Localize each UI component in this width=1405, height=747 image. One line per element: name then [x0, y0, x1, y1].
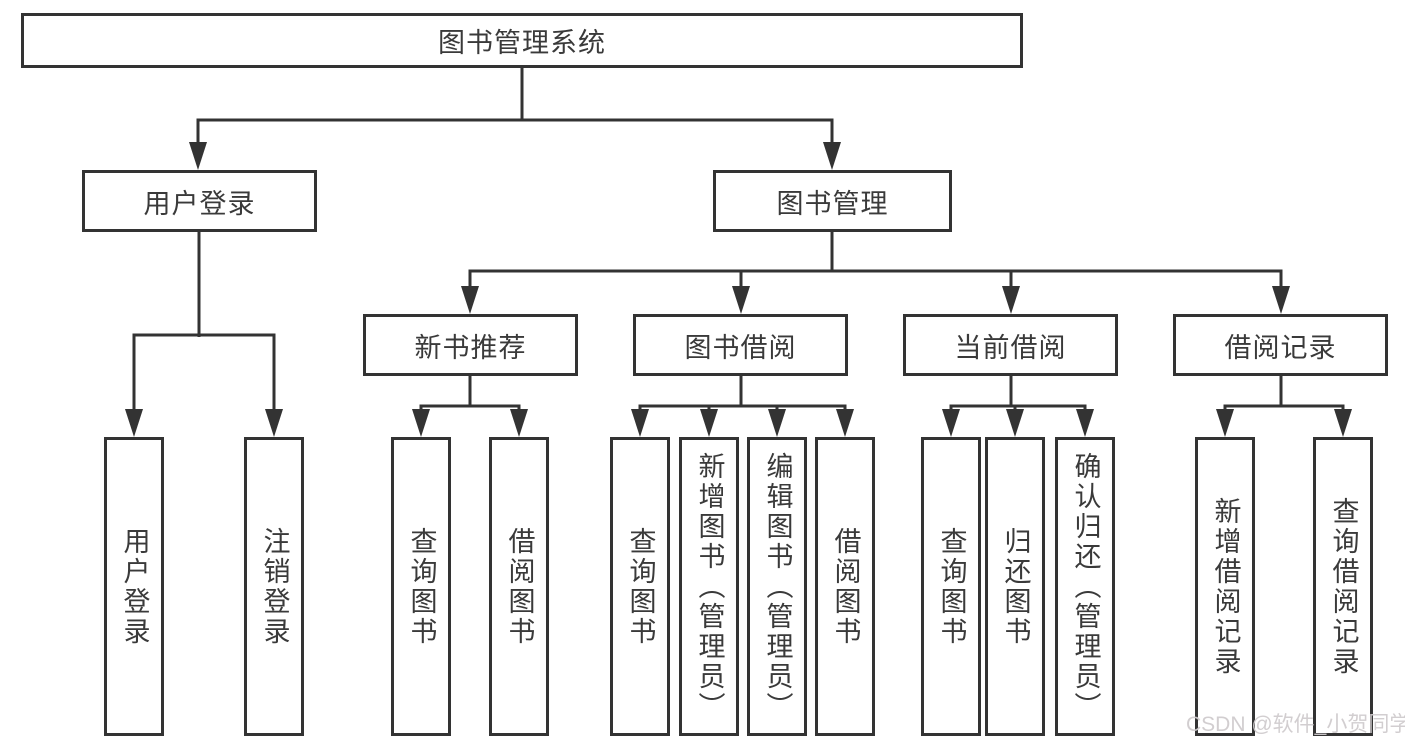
node-book-borrow-label: 图书借阅 — [684, 332, 797, 363]
node-user-login: 用户登录 — [82, 170, 317, 232]
leaf-bb-edit-books-admin: 编辑图书（管理员） — [747, 437, 807, 736]
leaf-bb-query-books-label: 查询图书 — [625, 526, 656, 647]
node-book-borrow: 图书借阅 — [633, 314, 848, 376]
arrowhead — [732, 286, 750, 314]
connector-level1 — [196, 118, 834, 152]
arrowhead — [1076, 409, 1094, 437]
leaf-user-login: 用户登录 — [104, 437, 164, 736]
arrowhead — [265, 409, 283, 437]
leaf-logout: 注销登录 — [244, 437, 304, 736]
arrowhead — [412, 409, 430, 437]
leaf-bb-query-books: 查询图书 — [610, 437, 670, 736]
arrowhead — [836, 409, 854, 437]
leaf-nbr-query-books: 查询图书 — [391, 437, 451, 736]
arrowhead — [1216, 409, 1234, 437]
leaf-nbr-query-books-label: 查询图书 — [406, 526, 437, 647]
arrowhead — [1272, 286, 1290, 314]
leaf-cb-query-books-label: 查询图书 — [936, 526, 967, 647]
leaf-nbr-borrow-books: 借阅图书 — [489, 437, 549, 736]
leaf-bb-add-books-admin: 新增图书（管理员） — [679, 437, 739, 736]
node-book-management-label: 图书管理 — [776, 188, 889, 219]
arrowhead — [942, 409, 960, 437]
leaf-br-add-record: 新增借阅记录 — [1195, 437, 1255, 736]
leaf-br-query-record: 查询借阅记录 — [1313, 437, 1373, 736]
leaf-cb-return-books: 归还图书 — [985, 437, 1045, 736]
node-root: 图书管理系统 — [21, 13, 1023, 68]
watermark: CSDN @软件_小贺同学 — [1186, 713, 1405, 736]
leaf-bb-add-books-admin-label: 新增图书（管理员） — [694, 451, 725, 722]
arrowhead — [823, 142, 841, 170]
node-user-login-label: 用户登录 — [143, 188, 256, 219]
connector-level2-bar — [468, 269, 1283, 294]
arrowhead — [125, 409, 143, 437]
node-new-book-recommend-label: 新书推荐 — [414, 332, 527, 363]
arrowhead — [510, 409, 528, 437]
leaf-cb-confirm-return-admin: 确认归还（管理员） — [1055, 437, 1115, 736]
leaf-bb-edit-books-admin-label: 编辑图书（管理员） — [762, 451, 793, 722]
node-current-borrow-label: 当前借阅 — [954, 332, 1067, 363]
node-current-borrow: 当前借阅 — [903, 314, 1118, 376]
arrowhead — [768, 409, 786, 437]
node-borrow-records: 借阅记录 — [1173, 314, 1388, 376]
arrowhead — [461, 286, 479, 314]
leaf-bb-borrow-books-label: 借阅图书 — [830, 526, 861, 647]
node-borrow-records-label: 借阅记录 — [1224, 332, 1337, 363]
arrowhead — [1002, 286, 1020, 314]
leaf-cb-query-books: 查询图书 — [921, 437, 981, 736]
leaf-nbr-borrow-books-label: 借阅图书 — [504, 526, 535, 647]
node-root-label: 图书管理系统 — [438, 28, 606, 58]
connector-br-bar — [1223, 404, 1345, 418]
arrowhead — [631, 409, 649, 437]
connector-bb-bar — [638, 404, 847, 418]
arrowhead — [189, 142, 207, 170]
leaf-bb-borrow-books: 借阅图书 — [815, 437, 875, 736]
node-book-management: 图书管理 — [713, 170, 952, 232]
arrowhead — [700, 409, 718, 437]
arrowhead — [1006, 409, 1024, 437]
leaf-cb-confirm-return-admin-label: 确认归还（管理员） — [1070, 451, 1101, 722]
connector-user-login-bar — [132, 333, 276, 418]
arrowhead — [1334, 409, 1352, 437]
leaf-br-add-record-label: 新增借阅记录 — [1210, 496, 1241, 677]
leaf-user-login-label: 用户登录 — [119, 526, 150, 647]
leaf-cb-return-books-label: 归还图书 — [1000, 526, 1031, 647]
connector-nbr-bar — [419, 404, 521, 418]
leaf-br-query-record-label: 查询借阅记录 — [1328, 496, 1359, 677]
node-new-book-recommend: 新书推荐 — [363, 314, 578, 376]
leaf-logout-label: 注销登录 — [259, 526, 290, 647]
